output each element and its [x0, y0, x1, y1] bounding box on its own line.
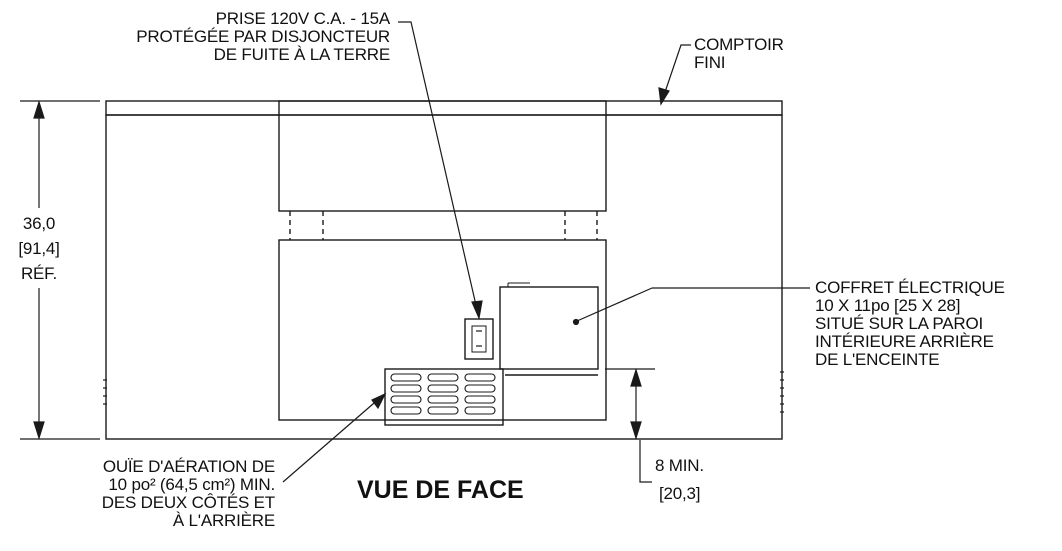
height-label: 36,0 [91,4] RÉF. — [4, 211, 74, 286]
leader-lines — [282, 21, 810, 483]
vent-grille — [384, 368, 504, 426]
vent-label: OUÏE D'AÉRATION DE 10 po² (64,5 cm²) MIN… — [10, 458, 275, 530]
outlet-label-line: PRISE 120V C.A. - 15A — [215, 9, 391, 28]
junction-box-label-line: COFFRET ÉLECTRIQUE — [815, 278, 1005, 297]
vent-label-line: OUÏE D'AÉRATION DE — [102, 457, 275, 476]
height-value: 36,0 — [22, 214, 56, 233]
countertop — [105, 100, 783, 116]
outlet-label-line: DE FUITE À LA TERRE — [213, 45, 391, 64]
outlet-label: PRISE 120V C.A. - 15A PROTÉGÉE PAR DISJO… — [40, 10, 390, 64]
vent-label-line: DES DEUX CÔTÉS ET — [101, 493, 275, 512]
height-ref: RÉF. — [20, 264, 58, 283]
vent-slots — [390, 373, 496, 415]
vent-label-line: À L'ARRIÈRE — [172, 511, 275, 530]
clearance-value: 8 MIN. — [655, 456, 704, 475]
height-dimension — [20, 99, 100, 441]
view-title: VUE DE FACE — [357, 476, 524, 504]
junction-box-label-line: 10 X 11po [25 X 28] — [815, 296, 961, 315]
height-value-metric: [91,4] — [18, 239, 60, 258]
dashed-supports — [289, 211, 598, 240]
outlet-label-line: PROTÉGÉE PAR DISJONCTEUR — [136, 27, 390, 46]
junction-box-label: COFFRET ÉLECTRIQUE 10 X 11po [25 X 28] S… — [815, 279, 1005, 369]
junction-box-label-line: INTÉRIEURE ARRIÈRE — [815, 332, 994, 351]
vent-label-line: 10 po² (64,5 cm²) MIN. — [108, 475, 275, 494]
counter-label-line: FINI — [694, 53, 726, 72]
cabinet-body — [105, 114, 783, 440]
lower-box — [278, 239, 607, 421]
clearance-label: 8 MIN. [20,3] — [655, 452, 704, 508]
counter-label-line: COMPTOIR — [694, 35, 784, 54]
counter-label: COMPTOIR FINI — [694, 36, 784, 72]
outlet — [464, 318, 494, 360]
clearance-value-metric: [20,3] — [659, 484, 701, 503]
clearance-dimension — [605, 367, 655, 483]
upper-box — [278, 100, 607, 212]
junction-box-label-line: DE L'ENCEINTE — [815, 350, 940, 369]
side-vents — [103, 371, 784, 413]
junction-box — [499, 286, 599, 370]
junction-box-label-line: SITUÉ SUR LA PAROI — [815, 314, 984, 333]
